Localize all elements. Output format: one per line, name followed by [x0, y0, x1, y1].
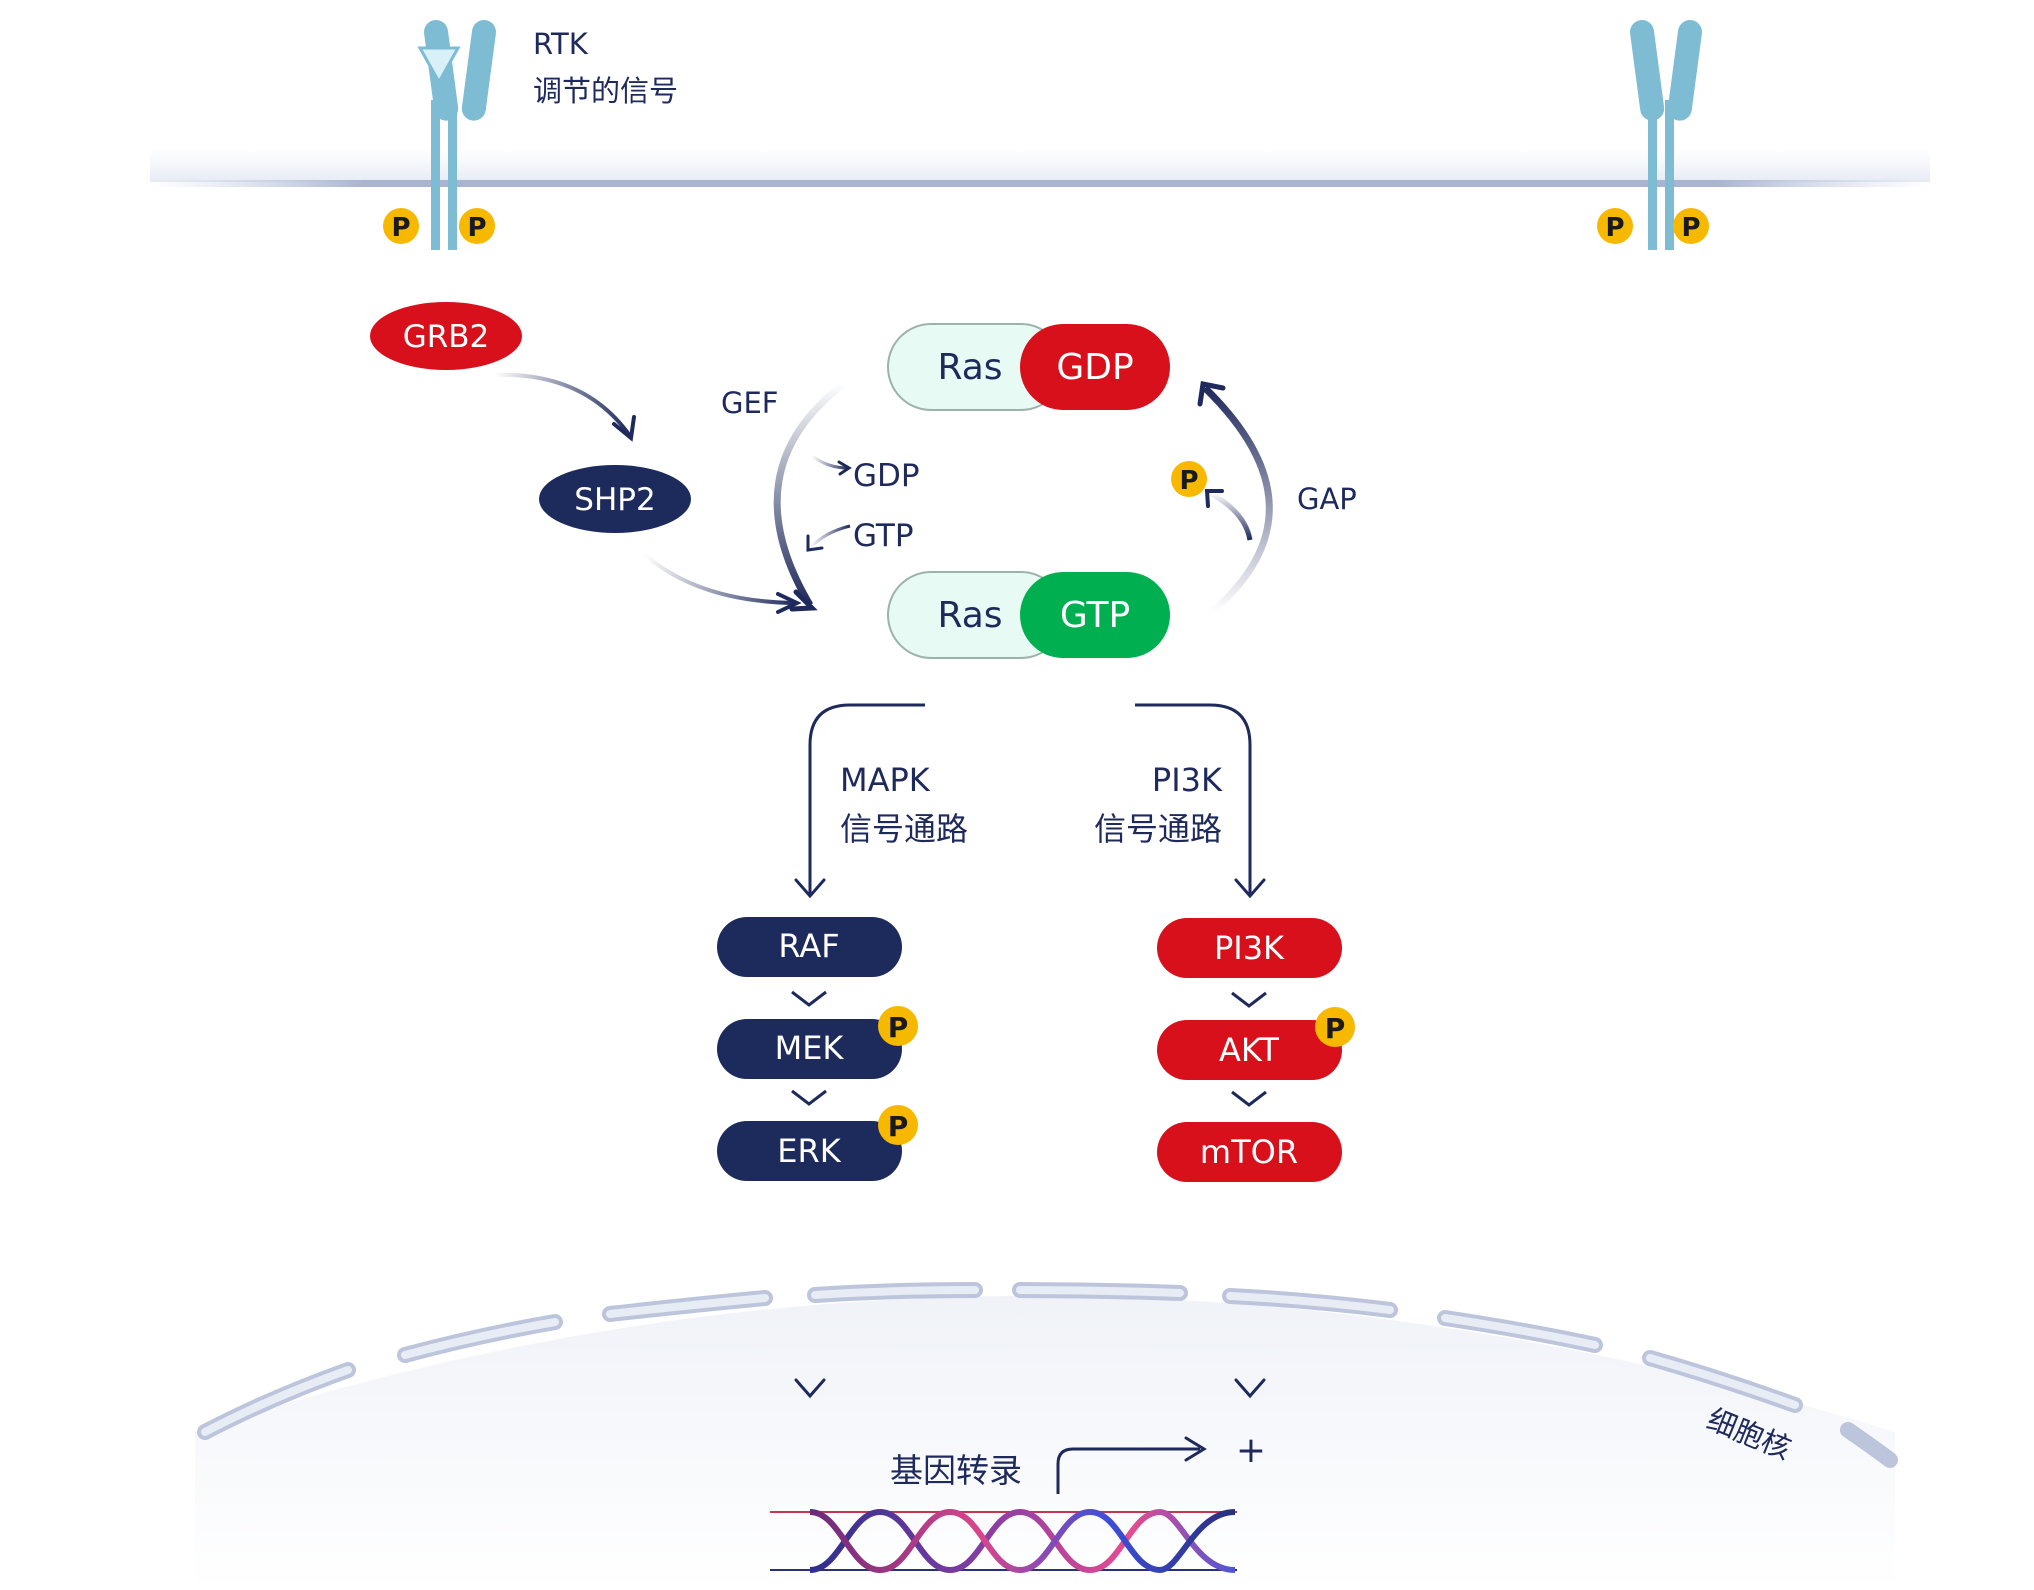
dna-helix-icon — [770, 1508, 1237, 1574]
akt-label: AKT — [1219, 1031, 1279, 1069]
pi3k-node: PI3K — [1157, 918, 1342, 978]
raf-node: RAF — [717, 917, 902, 977]
mek-label: MEK — [775, 1029, 845, 1067]
grb2-label: GRB2 — [403, 319, 490, 355]
ras-gtp-nucleotide-label: GTP — [1060, 595, 1130, 636]
phospho-label: P — [1681, 213, 1700, 243]
phosphate-release-arrow — [1208, 490, 1253, 541]
arrow-head — [1184, 1436, 1207, 1462]
akt-node: AKT — [1157, 1020, 1342, 1080]
phospho-badge: P — [1315, 1007, 1355, 1047]
arrow-head — [794, 1378, 826, 1399]
pi3k-pathway-name: PI3K — [1152, 761, 1223, 799]
phospho-badge: P — [1597, 208, 1633, 244]
rtk-label: RTK — [533, 27, 589, 61]
pi3k-branch-arrow — [1135, 703, 1252, 895]
phospho-label: P — [1179, 466, 1198, 496]
erk-node: ERK — [717, 1121, 902, 1181]
phospho-label: P — [888, 1011, 909, 1044]
phospho-label: P — [391, 213, 410, 243]
pi3k-label: PI3K — [1214, 929, 1285, 967]
phospho-badge: P — [1171, 461, 1207, 497]
cell-membrane — [150, 148, 1930, 187]
ras-gdp-ras-label: Ras — [937, 347, 1002, 388]
ras-gdp-complex: Ras GDP — [887, 323, 1170, 411]
phospho-label: P — [467, 213, 486, 243]
phospho-label: P — [1605, 213, 1624, 243]
mek-node: MEK — [717, 1019, 902, 1079]
ras-gtp-ras-label: Ras — [937, 595, 1002, 636]
arrow-head — [789, 589, 818, 612]
promoter-arrow — [1056, 1447, 1200, 1494]
gdp-release-arrow — [811, 454, 849, 470]
nuclear-envelope-inner — [201, 1286, 1799, 1436]
rtk-receptor-right — [1630, 20, 1702, 250]
phospho-badge: P — [383, 208, 419, 244]
grb2-to-shp2-arrow — [494, 372, 632, 438]
gtp-bind-arrow — [808, 524, 851, 550]
plus-sign: + — [1236, 1430, 1266, 1471]
shp2-node: SHP2 — [539, 465, 691, 533]
mtor-node: mTOR — [1157, 1122, 1342, 1182]
chevron-down-icon — [791, 1089, 827, 1106]
rtk-receptor-left — [417, 20, 496, 250]
phospho-badge: P — [878, 1006, 918, 1046]
ras-gdp-nucleotide-label: GDP — [1056, 347, 1133, 388]
shp2-to-ras-arrow — [643, 553, 797, 605]
mapk-pathway-caption: 信号通路 — [840, 810, 968, 848]
gap-arc-arrow — [1202, 385, 1273, 615]
shp2-label: SHP2 — [574, 482, 655, 518]
arrow-head — [612, 415, 636, 442]
chevron-down-icon — [791, 990, 827, 1007]
arrow-head — [794, 878, 826, 899]
chevron-down-icon — [1231, 991, 1267, 1008]
phospho-label: P — [1325, 1012, 1346, 1045]
mtor-label: mTOR — [1200, 1133, 1298, 1171]
mapk-branch-arrow — [808, 703, 925, 895]
grb2-node: GRB2 — [370, 302, 522, 370]
gdp-side-label: GDP — [853, 458, 920, 494]
transcription-label: 基因转录 — [890, 1451, 1022, 1490]
phospho-badge: P — [1673, 208, 1709, 244]
phospho-badge: P — [459, 208, 495, 244]
gef-arc-arrow — [773, 380, 848, 607]
mapk-pathway-name: MAPK — [840, 761, 931, 799]
ligand-triangle — [417, 46, 461, 86]
gtp-side-label: GTP — [853, 518, 914, 554]
arrow-head — [806, 534, 824, 552]
raf-label: RAF — [778, 927, 839, 965]
chevron-down-icon — [1231, 1090, 1267, 1107]
ras-gtp-complex: Ras GTP — [887, 571, 1170, 659]
arrow-head — [1204, 489, 1224, 508]
gef-label: GEF — [721, 386, 778, 420]
arrow-head — [776, 592, 802, 614]
arrow-head — [1234, 1378, 1266, 1399]
arrow-head — [1197, 381, 1226, 407]
gap-label: GAP — [1297, 482, 1357, 516]
erk-label: ERK — [777, 1132, 841, 1170]
arrow-head — [1234, 878, 1266, 899]
phospho-label: P — [888, 1110, 909, 1143]
nucleus-region — [195, 1296, 1895, 1590]
pi3k-pathway-caption: 信号通路 — [1094, 810, 1222, 848]
rtk-caption: 调节的信号 — [533, 74, 678, 108]
phospho-badge: P — [878, 1105, 918, 1145]
arrow-head — [837, 460, 852, 476]
